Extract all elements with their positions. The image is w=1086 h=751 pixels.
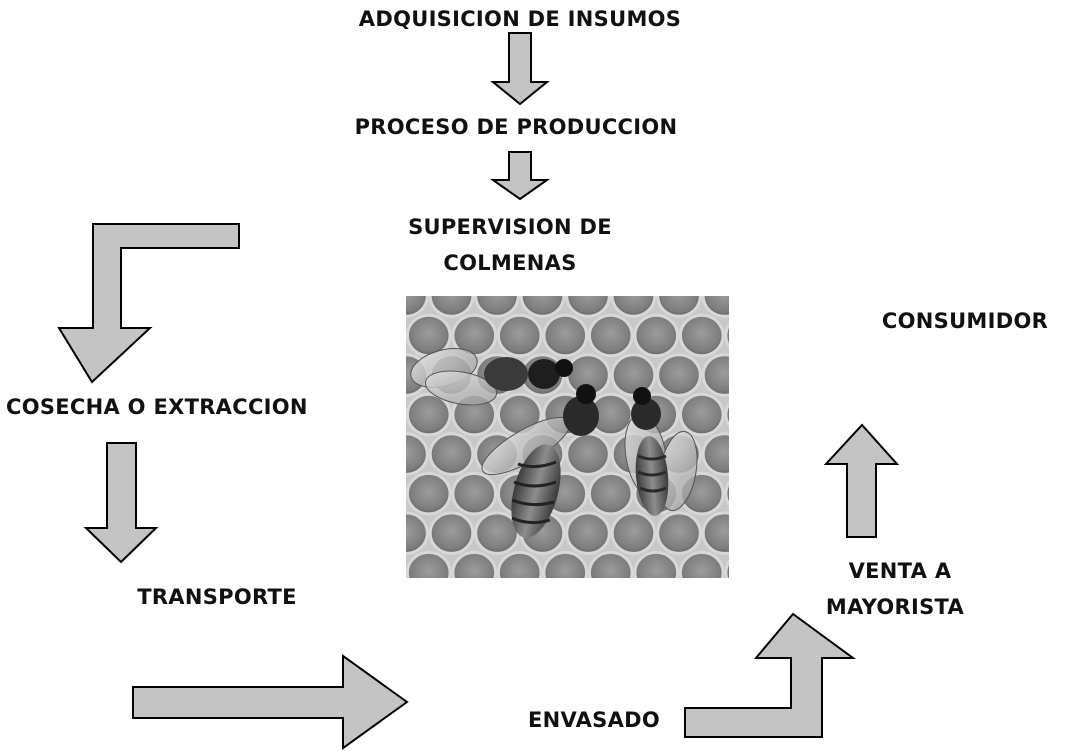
bees-honeycomb-photo [406, 296, 729, 578]
honeycomb-cell [701, 432, 729, 476]
honeycomb-cell [428, 296, 475, 318]
honeycomb-cell [633, 550, 680, 578]
step-envasado: ENVASADO [527, 708, 661, 732]
honeycomb-cell [678, 550, 725, 578]
honeycomb-cell [633, 313, 680, 358]
honeycomb-cell [587, 550, 634, 578]
honeycomb-cell [724, 401, 729, 428]
honeycomb-cell [610, 296, 657, 318]
honeycomb-cell [428, 432, 475, 476]
step-consumidor: CONSUMIDOR [881, 309, 1049, 333]
honeycomb-cell [406, 471, 452, 516]
honeycomb-cell [587, 471, 634, 516]
step-supervision-line2: COLMENAS [443, 251, 577, 275]
honeycomb-cell [406, 392, 452, 437]
arrow-down-proceso-to-supervision [489, 151, 551, 201]
arrow-elbow-to-cosecha [57, 223, 240, 384]
honeycomb-cell [451, 471, 498, 516]
honeycomb-cell [610, 353, 657, 397]
honeycomb-cell [406, 432, 429, 476]
honeycomb-cell [406, 511, 429, 555]
honeycomb-cell [656, 511, 702, 555]
honeycomb-cell [587, 313, 634, 358]
honeycomb-cell [656, 296, 702, 318]
step-supervision-line1: SUPERVISION DE [408, 215, 612, 239]
arrow-elbow-envasado-to-venta [684, 612, 857, 738]
honeycomb-cell [565, 432, 611, 476]
step-cosecha-extraccion: COSECHA O EXTRACCION [6, 395, 308, 419]
honeycomb-cell [428, 511, 475, 555]
honeycomb-cell [656, 353, 702, 397]
honeycomb-cell [519, 296, 566, 318]
honeycomb-cell [451, 550, 498, 578]
honeycomb-cell [724, 559, 729, 578]
step-transporte: TRANSPORTE [137, 585, 297, 609]
honeycomb-cell [496, 550, 543, 578]
bees-honeycomb-image [406, 296, 729, 578]
step-adquisicion-insumos: ADQUISICION DE INSUMOS [358, 7, 682, 31]
arrow-down-adquisicion-to-proceso [490, 32, 550, 106]
step-venta-line1: VENTA A [848, 559, 952, 583]
honeycomb-cell [542, 550, 589, 578]
honeycomb-cell [678, 313, 725, 358]
honeycomb-cell [565, 511, 611, 555]
honeycomb-cell [496, 313, 543, 358]
honeycomb-cell [542, 313, 589, 358]
step-venta-line2: MAYORISTA [825, 595, 965, 619]
honeycomb-cell [724, 322, 729, 349]
honeycomb-cell [406, 550, 452, 578]
honeycomb-cell [406, 296, 429, 318]
honeycomb-cell [701, 511, 729, 555]
honeycomb-cell [610, 511, 657, 555]
arrow-up-venta-to-consumidor [823, 423, 900, 538]
step-proceso-produccion: PROCESO DE PRODUCCION [354, 115, 678, 139]
arrow-right-transporte-to-envasado [132, 654, 409, 750]
honeycomb-cell [701, 296, 729, 318]
honeycomb-cell [724, 480, 729, 507]
arrow-down-cosecha-to-transporte [83, 442, 159, 564]
honeycomb-cell [678, 392, 725, 437]
honeycomb-cell [565, 296, 611, 318]
honeycomb-cell [701, 353, 729, 397]
honeycomb-cell [474, 296, 520, 318]
